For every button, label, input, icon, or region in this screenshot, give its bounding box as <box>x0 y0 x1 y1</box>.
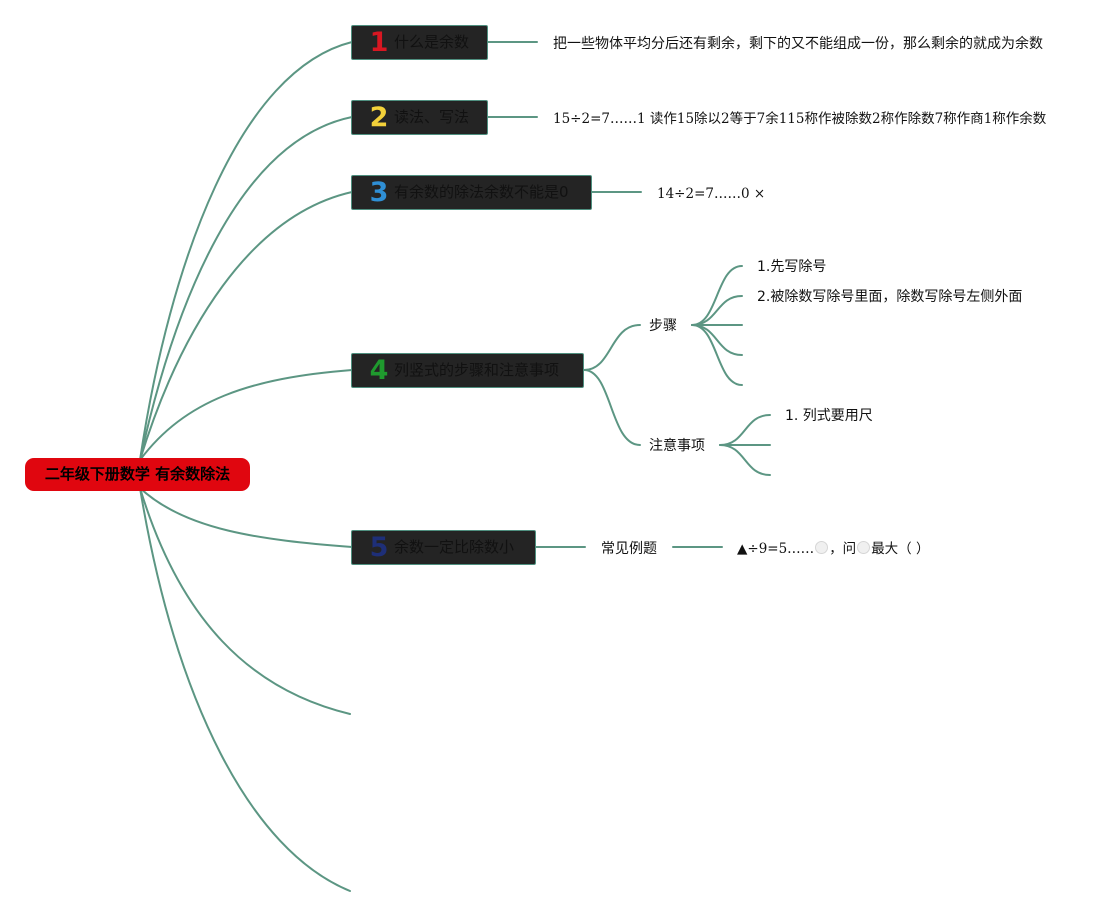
example-prefix: ▲÷9=5…… <box>737 541 815 557</box>
connector-steps-2 <box>691 295 743 326</box>
connector-root-topic5 <box>139 487 353 548</box>
number-4-icon: 4 <box>369 355 389 386</box>
example-suffix: 最大（ ） <box>871 541 930 557</box>
circle-icon <box>857 541 871 554</box>
topic-2-text[interactable]: 15÷2=7……1 读作15除以2等于7余115称作被除数2称作除数7称作商1称… <box>553 111 1047 127</box>
example-label[interactable]: 常见例题 <box>601 541 657 557</box>
connector-topic4-notes <box>583 369 641 446</box>
note-item[interactable]: 1. 列式要用尺 <box>785 408 873 424</box>
topic-5[interactable]: 5 余数一定比除数小 <box>351 530 536 565</box>
topic-2-label: 读法、写法 <box>394 108 470 126</box>
connector-root-branch7 <box>139 487 351 892</box>
number-2-icon: 2 <box>369 102 389 133</box>
topic-1-text[interactable]: 把一些物体平均分后还有剩余，剩下的又不能组成一份，那么剩余的就成为余数 <box>553 36 1043 52</box>
notes-label[interactable]: 注意事项 <box>649 438 705 454</box>
topic-1[interactable]: 1 什么是余数 <box>351 25 488 60</box>
connector-steps-4 <box>691 324 743 356</box>
topic-3-label: 有余数的除法余数不能是0 <box>394 183 569 201</box>
topic-2[interactable]: 2 读法、写法 <box>351 100 488 135</box>
connector-steps-5 <box>691 324 743 386</box>
number-5-icon: 5 <box>369 532 389 563</box>
topic-4-label: 列竖式的步骤和注意事项 <box>394 361 560 379</box>
step-item[interactable]: 1.先写除号 <box>757 259 827 275</box>
connector-root-topic2 <box>139 116 353 461</box>
step-item[interactable]: 2.被除数写除号里面，除数写除号左侧外面 <box>757 289 1023 305</box>
topic-3-text[interactable]: 14÷2=7……0 × <box>657 186 766 202</box>
connector-steps-1 <box>691 265 743 326</box>
connector-notes-1 <box>719 414 771 446</box>
connector-notes-3 <box>719 444 771 476</box>
topic-3[interactable]: 3 有余数的除法余数不能是0 <box>351 175 592 210</box>
root-topic[interactable]: 二年级下册数学 有余数除法 <box>25 458 250 491</box>
circle-icon <box>815 541 829 554</box>
number-3-icon: 3 <box>369 177 389 208</box>
connector-root-topic3 <box>139 191 353 461</box>
number-1-icon: 1 <box>369 27 389 58</box>
example-mid: ，问 <box>829 541 857 557</box>
example-detail[interactable]: ▲÷9=5…… ，问最大（ ） <box>737 540 929 558</box>
connector-root-branch6 <box>139 487 351 715</box>
topic-4[interactable]: 4 列竖式的步骤和注意事项 <box>351 353 584 388</box>
topic-5-label: 余数一定比除数小 <box>394 538 515 556</box>
connector-root-topic1 <box>139 41 353 461</box>
connector-root-topic4 <box>139 369 353 461</box>
topic-1-label: 什么是余数 <box>394 33 470 51</box>
connector-topic4-steps <box>583 324 641 371</box>
steps-label[interactable]: 步骤 <box>649 318 677 334</box>
